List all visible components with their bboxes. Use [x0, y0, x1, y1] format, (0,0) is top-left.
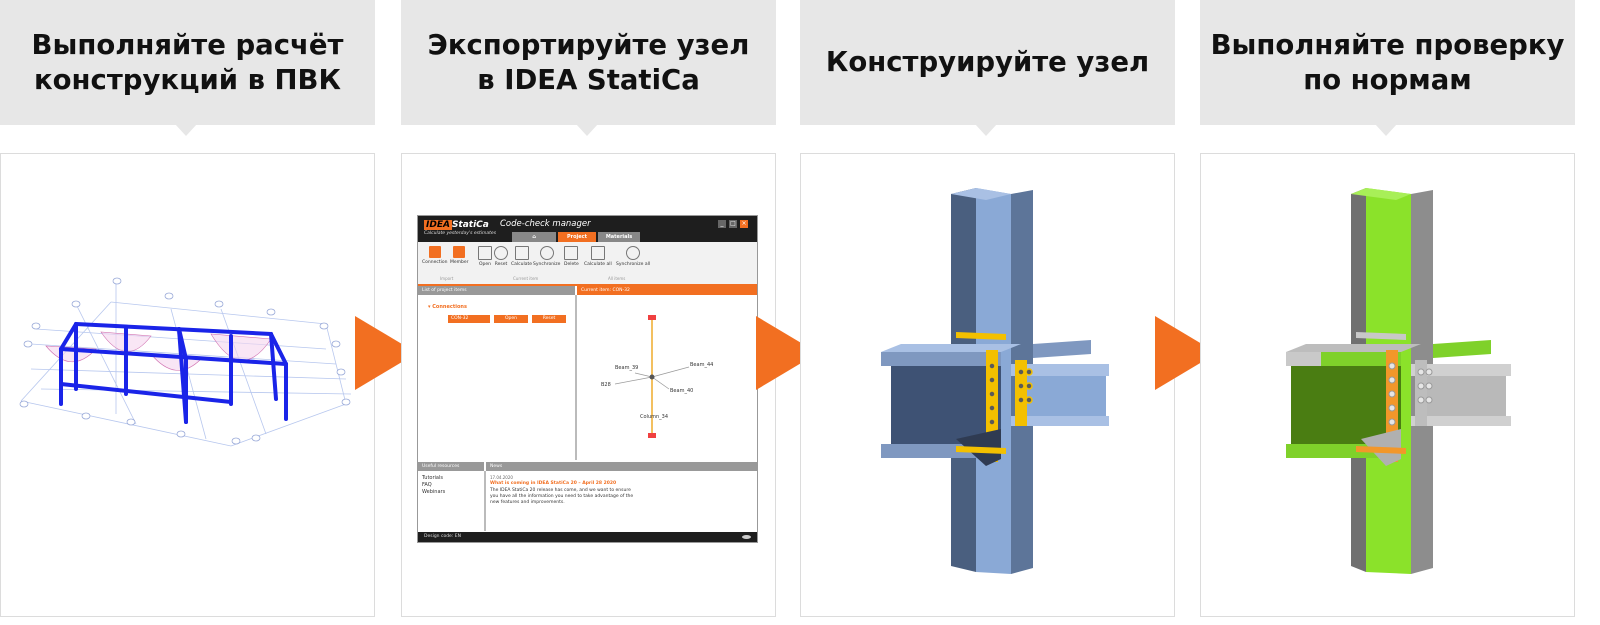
trash-icon [564, 246, 579, 260]
member-label: B28 [601, 382, 611, 388]
step-4: Выполняйте проверку по нормам [1200, 0, 1575, 625]
calculator-icon [590, 246, 605, 260]
synchronize-button[interactable]: Synchronize [533, 246, 560, 267]
member-label: Beam_40 [670, 388, 694, 394]
status-bar: Design code: EN [418, 532, 757, 542]
news-headline[interactable]: What is coming in IDEA StatiCa 20 – Apri… [490, 481, 617, 486]
member-icon [453, 246, 466, 258]
resources-header: Useful resources [418, 462, 484, 471]
connection-preview: Beam_39 Beam_44 B28 Beam_40 Column_34 [577, 295, 757, 460]
item-con-32[interactable]: CON-32 [448, 315, 490, 323]
item-reset-button[interactable]: Reset [532, 315, 566, 323]
project-items-list: ▾ Connections CON-32 Open Reset [418, 295, 577, 460]
tab-project[interactable]: Project [558, 232, 596, 242]
delete-button[interactable]: Delete [564, 246, 579, 267]
maximize-icon[interactable]: □ [729, 220, 737, 228]
calculate-all-button[interactable]: Calculate all [584, 246, 612, 267]
news-date: 17.04.2020 [490, 475, 513, 480]
resource-link[interactable]: Tutorials [422, 475, 443, 481]
member-button[interactable]: Member [450, 246, 469, 265]
member-label: Column_34 [640, 414, 669, 420]
item-open-button[interactable]: Open [494, 315, 528, 323]
minimize-icon[interactable]: _ [718, 220, 726, 228]
code-check-result-illustration [1286, 188, 1511, 574]
refresh-icon [539, 246, 554, 260]
folder-icon [478, 246, 492, 260]
connection-icon [428, 246, 441, 258]
steel-connection-3d-illustration [881, 188, 1109, 574]
step-4-title: Выполняйте проверку по нормам [1210, 28, 1565, 96]
tree-group-connections[interactable]: ▾ Connections [428, 304, 467, 310]
calculate-button[interactable]: Calculate [511, 246, 532, 267]
open-button[interactable]: Open [478, 246, 492, 267]
tab-materials[interactable]: Materials [598, 232, 640, 242]
connection-button[interactable]: Connection [422, 246, 447, 265]
step-2-header: Экспортируйте узел в IDEA StatiCa [401, 0, 776, 125]
group-import: Import [440, 276, 454, 281]
tagline: Calculate yesterday's estimates [424, 231, 497, 236]
connection-schematic [614, 315, 690, 438]
step-4-header: Выполняйте проверку по нормам [1200, 0, 1575, 125]
member-label: Beam_44 [690, 362, 714, 368]
left-pane-header: List of project items [418, 286, 575, 295]
step-1-header: Выполняйте расчёт конструкций в ПВК [0, 0, 375, 125]
window-title: Code-check manager [500, 219, 591, 229]
resource-link[interactable]: FAQ [422, 482, 432, 488]
step-4-panel [1200, 153, 1575, 617]
calculator-icon [514, 246, 529, 260]
step-3-title: Конструируйте узел [825, 46, 1150, 78]
resource-link[interactable]: Webinars [422, 489, 446, 495]
reset-button[interactable]: Reset [494, 246, 508, 267]
header-pointer [576, 124, 598, 136]
close-icon[interactable]: × [740, 220, 748, 228]
step-1-title: Выполняйте расчёт конструкций в ПВК [31, 28, 344, 96]
right-pane-header: Current item: CON-32 [577, 286, 757, 295]
step-3-header: Конструируйте узел [800, 0, 1175, 125]
header-pointer [175, 124, 197, 136]
news-header: News [486, 462, 757, 471]
header-pointer [975, 124, 997, 136]
step-2-title: Экспортируйте узел в IDEA StatiCa [427, 28, 750, 96]
power-icon [494, 246, 508, 260]
step-3: Конструируйте узел [800, 0, 1175, 625]
member-label: Beam_39 [615, 365, 639, 371]
resources-list: Tutorials FAQ Webinars [418, 471, 486, 531]
eye-icon[interactable] [742, 535, 751, 539]
refresh-icon [626, 246, 641, 260]
design-code-label: Design code: EN [424, 534, 461, 539]
news-text: The IDEA StatiCa 20 release has come, an… [490, 488, 634, 505]
ribbon-toolbar: Connection Member Open Reset Calculate S… [418, 242, 757, 286]
news-body: 17.04.2020 What is coming in IDEA StatiC… [486, 471, 757, 531]
group-all-items: All items [608, 276, 626, 281]
group-current-item: Current item [513, 276, 539, 281]
tab-home[interactable]: ⌂ [512, 232, 556, 242]
step-1-panel [0, 153, 375, 617]
synchronize-all-button[interactable]: Synchronize all [616, 246, 650, 267]
header-pointer [1375, 124, 1397, 136]
frame-model-illustration [19, 277, 352, 447]
step-1: Выполняйте расчёт конструкций в ПВК [0, 0, 375, 625]
step-3-panel [800, 153, 1175, 617]
